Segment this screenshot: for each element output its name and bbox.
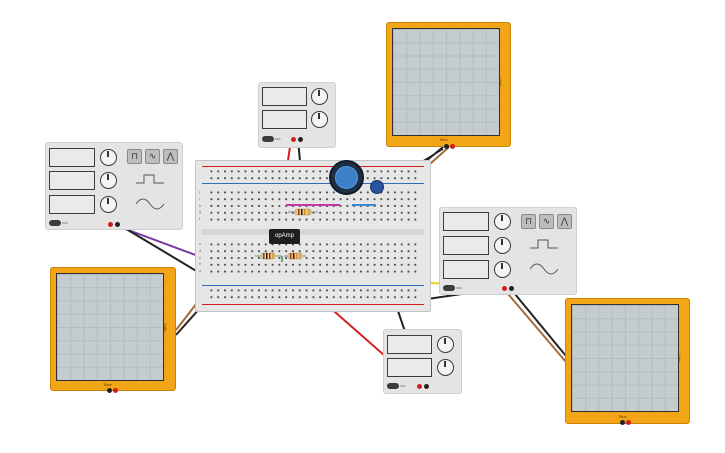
oscilloscope-screen [56, 273, 164, 381]
power-label: OFF [400, 384, 406, 388]
square-wave-button[interactable]: ⊓ [127, 149, 142, 164]
amplitude-display [443, 236, 489, 255]
bottom-negative-rail [202, 285, 424, 286]
current-knob-icon[interactable] [311, 111, 328, 128]
lower-terminal-holes[interactable] [208, 241, 418, 275]
current-display [387, 358, 432, 377]
time-axis-label: Time [103, 382, 112, 387]
positive-terminal[interactable] [291, 137, 296, 142]
power-switch[interactable] [49, 220, 61, 226]
capacitor[interactable] [370, 180, 384, 194]
volts-axis-label: Volts [498, 78, 503, 87]
function-generator-right[interactable]: ⊓ ∿ ⋀ OFF [439, 207, 577, 295]
probe-positive-terminal[interactable] [450, 144, 455, 149]
sine-wave-button[interactable]: ∿ [145, 149, 160, 164]
bottom-positive-rail [202, 304, 424, 305]
square-wave-button[interactable]: ⊓ [521, 214, 536, 229]
opamp-chip[interactable]: opAmp [269, 229, 300, 244]
triangle-wave-button[interactable]: ⋀ [163, 149, 178, 164]
voltage-display [262, 87, 307, 106]
frequency-display [443, 212, 489, 231]
oscilloscope-left[interactable]: Time Volts [50, 267, 176, 393]
power-switch[interactable] [262, 136, 274, 142]
wire-black[interactable] [509, 287, 567, 357]
negative-terminal[interactable] [424, 384, 429, 389]
center-channel [202, 229, 424, 235]
output-negative-terminal[interactable] [509, 286, 514, 291]
probe-negative-terminal[interactable] [107, 388, 112, 393]
row-labels-bottom: e d c b a [199, 241, 202, 274]
top-rail-holes[interactable] [208, 168, 418, 182]
square-wave-icon [530, 239, 558, 249]
voltage-display [387, 335, 432, 354]
potentiometer-dial[interactable] [335, 166, 358, 189]
function-generator-left[interactable]: ⊓ ∿ ⋀ OFF [45, 142, 183, 230]
volts-axis-label: Volts [677, 354, 682, 363]
wire-brown[interactable] [502, 287, 567, 363]
current-display [262, 110, 307, 129]
potentiometer[interactable] [329, 160, 364, 195]
probe-negative-terminal[interactable] [444, 144, 449, 149]
probe-positive-terminal[interactable] [626, 420, 631, 425]
oscilloscope-top[interactable]: Time Volts [386, 22, 511, 149]
amplitude-display [49, 171, 95, 190]
time-axis-label: Time [618, 414, 627, 419]
breadboard[interactable]: j i h g f e d c b a [195, 160, 431, 312]
resistor[interactable] [255, 252, 282, 260]
frequency-knob-icon[interactable] [100, 149, 117, 166]
power-switch[interactable] [387, 383, 399, 389]
output-positive-terminal[interactable] [502, 286, 507, 291]
frequency-display [49, 148, 95, 167]
power-switch[interactable] [443, 285, 455, 291]
top-positive-rail [202, 166, 424, 167]
amplitude-knob-icon[interactable] [100, 172, 117, 189]
frequency-knob-icon[interactable] [494, 213, 511, 230]
voltage-knob-icon[interactable] [437, 336, 454, 353]
resistor[interactable] [288, 208, 318, 216]
opamp-label: opAmp [274, 233, 294, 239]
voltage-knob-icon[interactable] [311, 88, 328, 105]
power-label: OFF [275, 137, 281, 141]
negative-terminal[interactable] [298, 137, 303, 142]
triangle-wave-button[interactable]: ⋀ [557, 214, 572, 229]
positive-terminal[interactable] [417, 384, 422, 389]
power-label: OFF [456, 286, 462, 290]
probe-negative-terminal[interactable] [620, 420, 625, 425]
power-label: OFF [62, 221, 68, 225]
time-axis-label: Time [439, 137, 448, 142]
offset-knob-icon[interactable] [100, 196, 117, 213]
sine-wave-icon [530, 263, 559, 275]
oscilloscope-screen [392, 28, 500, 136]
output-positive-terminal[interactable] [108, 222, 113, 227]
power-supply-bottom[interactable]: OFF [383, 329, 462, 394]
probe-positive-terminal[interactable] [113, 388, 118, 393]
sine-wave-button[interactable]: ∿ [539, 214, 554, 229]
resistor[interactable] [284, 252, 306, 260]
square-wave-icon [136, 174, 164, 184]
volts-axis-label: Volts [163, 323, 168, 332]
offset-display [49, 195, 95, 214]
top-negative-rail [202, 183, 424, 184]
current-knob-icon[interactable] [437, 359, 454, 376]
oscilloscope-screen [571, 304, 679, 412]
output-negative-terminal[interactable] [115, 222, 120, 227]
offset-knob-icon[interactable] [494, 261, 511, 278]
row-labels-top: j i h g f [199, 189, 202, 222]
offset-display [443, 260, 489, 279]
amplitude-knob-icon[interactable] [494, 237, 511, 254]
power-supply-top[interactable]: OFF [258, 82, 336, 148]
oscilloscope-right[interactable]: Time Volts [565, 298, 690, 425]
bottom-rail-holes[interactable] [208, 287, 418, 301]
sine-wave-icon [136, 198, 165, 210]
